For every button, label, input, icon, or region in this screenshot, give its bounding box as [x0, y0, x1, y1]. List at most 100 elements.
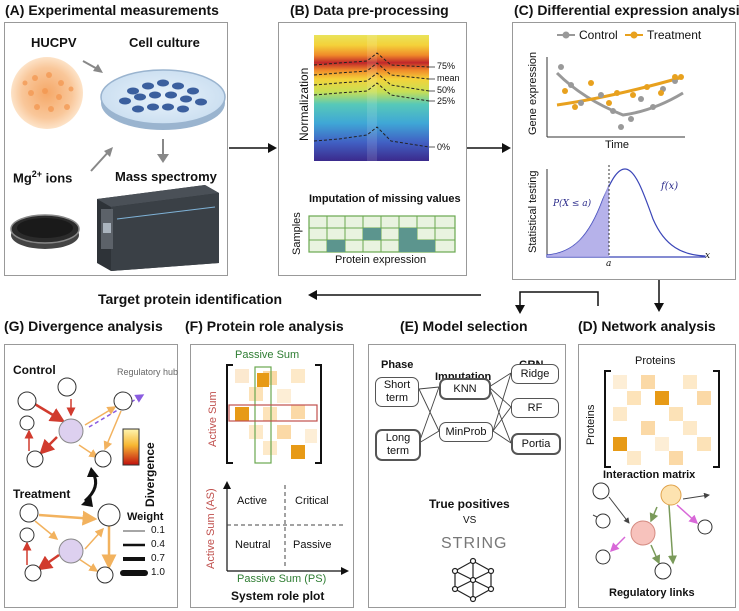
cell-culture-label: Cell culture — [129, 35, 200, 50]
weight-0-7: 0.7 — [151, 553, 165, 564]
panel-g: Control Regulatory hub Divergence Treatm… — [4, 344, 178, 608]
quadrant-passive: Passive — [293, 539, 332, 551]
role-matrix — [226, 364, 322, 464]
knn-box: KNN — [439, 378, 491, 400]
panel-g-graphics — [17, 377, 148, 584]
pct-0-label: 0% — [437, 142, 451, 152]
imputation-grid — [308, 215, 456, 253]
role-plot-title: System role plot — [231, 589, 325, 603]
panel-e: Phase Imputation GRN Short term Long ter… — [368, 344, 566, 608]
target-protein-label: Target protein identification — [98, 291, 283, 307]
protein-expression-label: Protein expression — [335, 254, 427, 266]
panel-d-title: (D) Network analysis — [578, 318, 716, 334]
regulatory-hub-label: Regulatory hub — [117, 367, 179, 377]
vs-label: VS — [463, 515, 477, 526]
a-label: a — [606, 259, 612, 269]
quadrant-neutral: Neutral — [235, 539, 271, 551]
ridge-box: Ridge — [511, 364, 559, 384]
control-label: Control — [13, 363, 56, 377]
panel-f-graphics — [223, 364, 349, 575]
mean-label: mean — [437, 73, 460, 83]
panel-c-title: (C) Differential expression analysis — [514, 2, 739, 18]
passive-sum-column — [254, 366, 272, 464]
portia-box: Portia — [511, 433, 561, 455]
arrow-c-to-e — [519, 291, 599, 307]
y-axis-label: Active Sum (AS) — [205, 488, 217, 569]
regulatory-links-label: Regulatory links — [609, 587, 695, 599]
prob-label: P(X ≤ a) — [553, 199, 592, 209]
weight-label: Weight — [127, 511, 164, 523]
panel-f: Passive Sum Active Sum Active Critical N… — [190, 344, 354, 608]
interaction-matrix — [604, 370, 720, 468]
weight-1-0: 1.0 — [151, 567, 165, 578]
legend-control: Control — [579, 28, 618, 42]
panel-c: Control Treatment Gene expression Time S… — [512, 22, 736, 280]
legend-treatment: Treatment — [647, 28, 702, 42]
proteins-side-label: Proteins — [585, 404, 597, 445]
panel-c-graphics — [546, 31, 706, 258]
density-curve — [546, 168, 706, 258]
string-network-icon — [451, 557, 495, 603]
panel-a-title: (A) Experimental measurements — [5, 2, 219, 18]
weight-0-4: 0.4 — [151, 539, 165, 550]
control-network — [17, 377, 145, 468]
interaction-matrix-label: Interaction matrix — [603, 469, 696, 481]
panel-g-title: (G) Divergence analysis — [4, 318, 163, 334]
panel-a: HUCPV Cell culture Mg2+ ions Mass spectr… — [4, 22, 228, 276]
pct-25-label: 25% — [437, 96, 456, 106]
time-label: Time — [605, 139, 630, 151]
string-label: STRING — [441, 535, 508, 552]
mg-text: Mg — [13, 170, 32, 186]
mg-suffix: ions — [42, 170, 73, 186]
passive-sum-label: Passive Sum — [235, 349, 300, 361]
panel-e-graphics — [418, 372, 512, 603]
rf-box: RF — [511, 398, 559, 418]
mg-superscript: 2+ — [31, 169, 43, 179]
divergence-colorbar — [122, 428, 140, 466]
fx-label: f(x) — [661, 181, 679, 192]
quadrant-critical: Critical — [295, 495, 329, 507]
panel-d-graphics — [592, 370, 720, 580]
hucpv-label: HUCPV — [31, 35, 77, 50]
treatment-network — [19, 503, 121, 584]
samples-label: Samples — [291, 212, 303, 255]
panel-d: Proteins Proteins Interaction matrix Reg… — [578, 344, 736, 608]
x-label: x — [705, 251, 711, 261]
pct-75-label: 75% — [437, 61, 456, 71]
normalization-heatmap — [314, 35, 429, 161]
short-term-box: Short term — [375, 377, 419, 407]
proteins-top-label: Proteins — [635, 355, 676, 367]
statistical-testing-label: Statistical testing — [527, 170, 539, 253]
control-fit-line — [555, 71, 684, 117]
active-sum-label: Active Sum — [207, 391, 219, 447]
normalization-label: Normalization — [297, 67, 311, 141]
model-connections — [418, 372, 512, 444]
pct-50-label: 50% — [437, 85, 456, 95]
weight-legend — [120, 530, 148, 576]
panel-e-title: (E) Model selection — [400, 318, 528, 334]
mass-spectrometry-label: Mass spectromy — [115, 169, 217, 184]
panel-a-graphics — [10, 57, 226, 271]
minprob-box: MinProb — [439, 422, 493, 442]
long-term-box: Long term — [375, 429, 421, 461]
panel-b: Normalization 75% mean 50% 25% 0% Imputa… — [278, 22, 467, 276]
panel-b-title: (B) Data pre-processing — [290, 2, 449, 18]
shaded-probability — [547, 183, 609, 257]
panel-f-title: (F) Protein role analysis — [185, 318, 344, 334]
x-axis-label: Passive Sum (PS) — [237, 573, 327, 585]
treatment-label: Treatment — [13, 487, 71, 501]
control-points — [558, 64, 678, 130]
panel-b-graphics — [308, 35, 456, 253]
weight-0-1: 0.1 — [151, 525, 165, 536]
true-positives-label: True positives — [429, 497, 510, 511]
gene-expression-label: Gene expression — [527, 51, 539, 135]
imputation-label: Imputation of missing values — [309, 193, 461, 205]
phase-header: Phase — [381, 359, 414, 371]
quadrant-active: Active — [237, 495, 267, 507]
regulatory-network — [592, 482, 713, 580]
mg-ions-label: Mg2+ ions — [13, 169, 72, 185]
treatment-points — [562, 74, 684, 110]
mass-spectrometer — [97, 185, 219, 271]
divergence-label: Divergence — [143, 442, 157, 507]
active-sum-row — [228, 404, 318, 422]
